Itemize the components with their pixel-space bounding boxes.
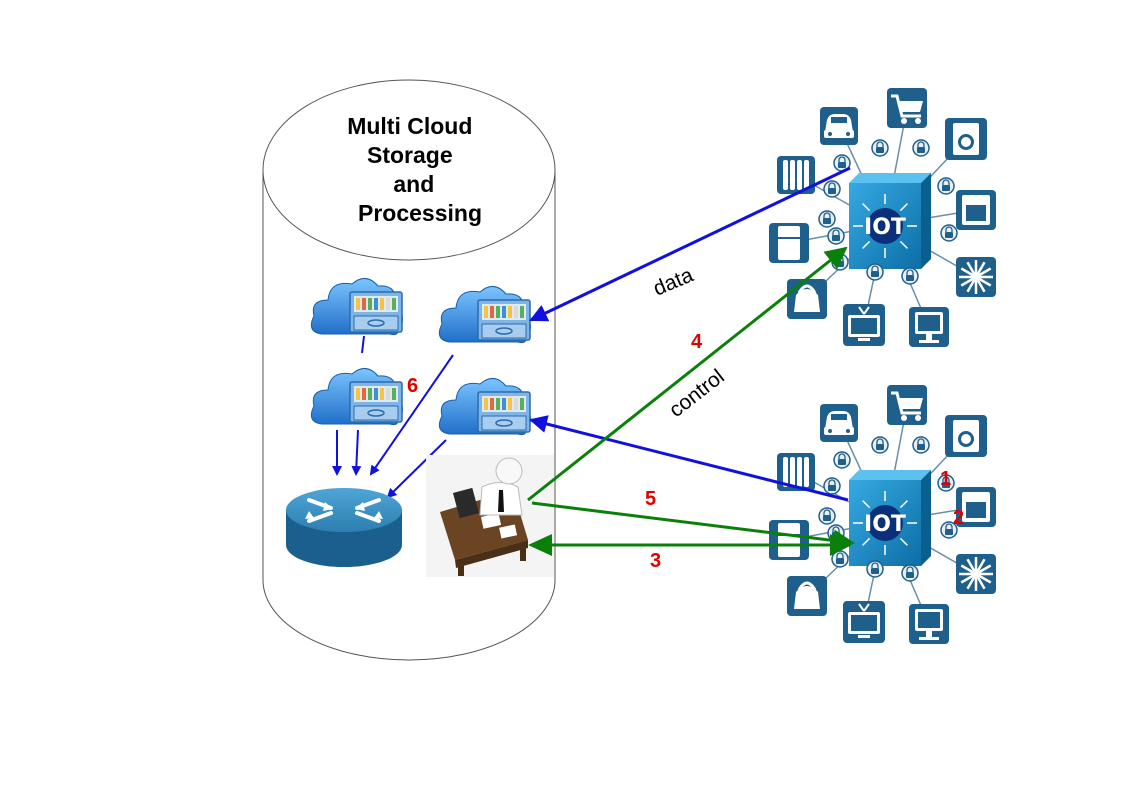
router-icon	[286, 488, 402, 567]
tv-icon	[843, 601, 885, 643]
control-arrow-4	[527, 246, 848, 502]
lock-icon	[866, 263, 884, 281]
lock-icon	[940, 521, 958, 539]
iot-hub-icon: IOT	[849, 173, 931, 269]
car-icon	[820, 404, 858, 442]
step-number-2: 2	[953, 507, 964, 529]
kettle-icon	[787, 279, 827, 319]
cloud-servers	[310, 278, 531, 436]
control-label: control	[665, 365, 729, 422]
control-arrow-5	[531, 501, 855, 552]
lock-icon	[866, 560, 884, 578]
tv-icon	[843, 304, 885, 346]
lock-icon	[823, 477, 841, 495]
radiator-icon	[777, 156, 815, 194]
lock-icon	[818, 210, 836, 228]
oven-icon	[956, 190, 996, 230]
lock-icon	[912, 436, 930, 454]
step-number-1: 1	[940, 468, 951, 490]
step-number-6: 6	[407, 375, 418, 397]
radiator-icon	[777, 453, 815, 491]
iot-cluster-top: IOT	[769, 88, 996, 347]
shopping-cart-icon	[887, 385, 927, 425]
lock-icon	[823, 180, 841, 198]
lock-icon	[901, 267, 919, 285]
car-icon	[820, 107, 858, 145]
iot-hub-icon: IOT	[849, 470, 931, 566]
iot-hub-label: IOT	[864, 512, 906, 537]
lock-icon	[871, 139, 889, 157]
connector-cloud4-router	[386, 439, 447, 499]
data-arrow-bottom	[529, 415, 849, 502]
lock-icon	[827, 524, 845, 542]
cloud-server-2	[438, 286, 531, 344]
data-label: data	[650, 263, 697, 300]
step-number-5: 5	[645, 488, 656, 510]
washing-machine-icon	[945, 118, 987, 160]
lock-icon	[818, 507, 836, 525]
storage-title: Multi Cloud Storage and Processing	[347, 113, 482, 226]
snowflake-icon	[956, 554, 996, 594]
fridge-icon	[769, 223, 809, 263]
cloud-server-3	[310, 368, 403, 426]
connector-cloud3-router	[369, 354, 454, 476]
shopping-cart-icon	[887, 88, 927, 128]
computer-icon	[909, 604, 949, 644]
lock-icon	[912, 139, 930, 157]
oven-icon	[956, 487, 996, 527]
data-arrow-top	[529, 166, 851, 322]
kettle-icon	[787, 576, 827, 616]
lock-icon	[871, 436, 889, 454]
fridge-icon	[769, 520, 809, 560]
person-at-desk-icon	[426, 455, 554, 577]
snowflake-icon	[956, 257, 996, 297]
lock-icon	[940, 224, 958, 242]
lock-icon	[831, 550, 849, 568]
iot-hub-label: IOT	[864, 215, 906, 240]
main-arrows	[527, 166, 855, 556]
connector-cloud1-cloud2	[361, 335, 365, 354]
internal-connectors	[332, 335, 454, 499]
step-number-4: 4	[691, 331, 703, 353]
cloud-server-1	[310, 278, 403, 336]
control-arrow-3-back-head	[528, 534, 552, 556]
connector-cloud2-router-b	[351, 429, 362, 476]
step-number-3: 3	[650, 550, 661, 572]
lock-icon	[827, 227, 845, 245]
lock-icon	[937, 474, 955, 492]
lock-icon	[833, 451, 851, 469]
lock-icon	[937, 177, 955, 195]
computer-icon	[909, 307, 949, 347]
washing-machine-icon	[945, 415, 987, 457]
cloud-server-4	[438, 378, 531, 436]
lock-icon	[901, 564, 919, 582]
